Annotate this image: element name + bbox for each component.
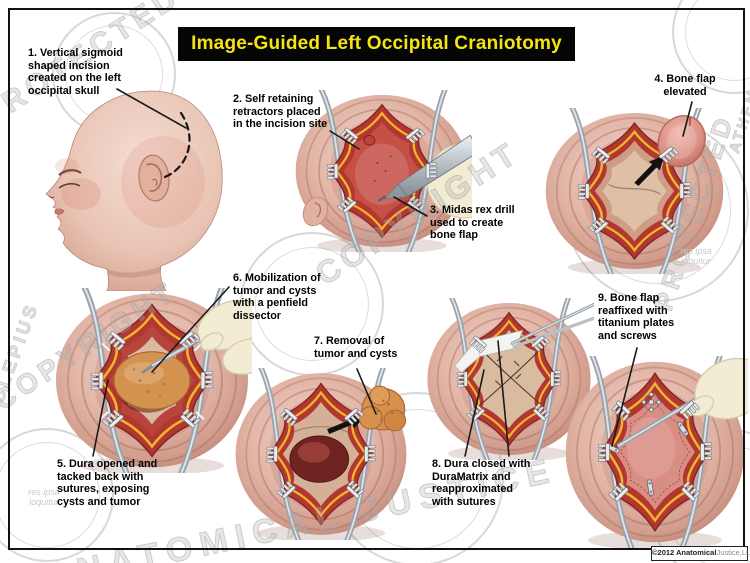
copyright-year: ©2012 Anatomical bbox=[652, 548, 717, 557]
closed-eye bbox=[58, 182, 81, 189]
copyright-company: Justice,LLC bbox=[716, 548, 750, 557]
titanium-plates bbox=[604, 392, 690, 496]
page-title: Image-Guided Left Occipital Craniotomy bbox=[178, 27, 575, 61]
lips bbox=[54, 208, 65, 215]
illustration-head-profile bbox=[45, 90, 223, 291]
tumor bbox=[113, 351, 191, 410]
copyright-notice: ©2012 AnatomicalJustice,LLC bbox=[651, 546, 750, 561]
incision-dashed-line bbox=[160, 111, 191, 180]
illustration-tumor-dissection bbox=[52, 288, 252, 473]
burr-hole bbox=[363, 134, 376, 146]
illustration-tumor-removal bbox=[232, 368, 410, 540]
illustration-plating bbox=[562, 356, 748, 548]
bone-flap-arrow-icon bbox=[634, 155, 665, 186]
watermark-text: ASCLEPIUS bbox=[0, 299, 43, 437]
star-plate bbox=[641, 392, 661, 413]
watermark-text: ATHENA bbox=[725, 74, 750, 156]
ear bbox=[302, 196, 329, 227]
illustration-bone-flap-elevated bbox=[542, 108, 727, 274]
forceps bbox=[510, 302, 594, 349]
eyebrow bbox=[58, 169, 82, 176]
ear bbox=[138, 154, 170, 202]
illustration-retractors-drill bbox=[292, 90, 472, 252]
nostril bbox=[48, 195, 55, 199]
resection-cavity bbox=[289, 435, 350, 483]
